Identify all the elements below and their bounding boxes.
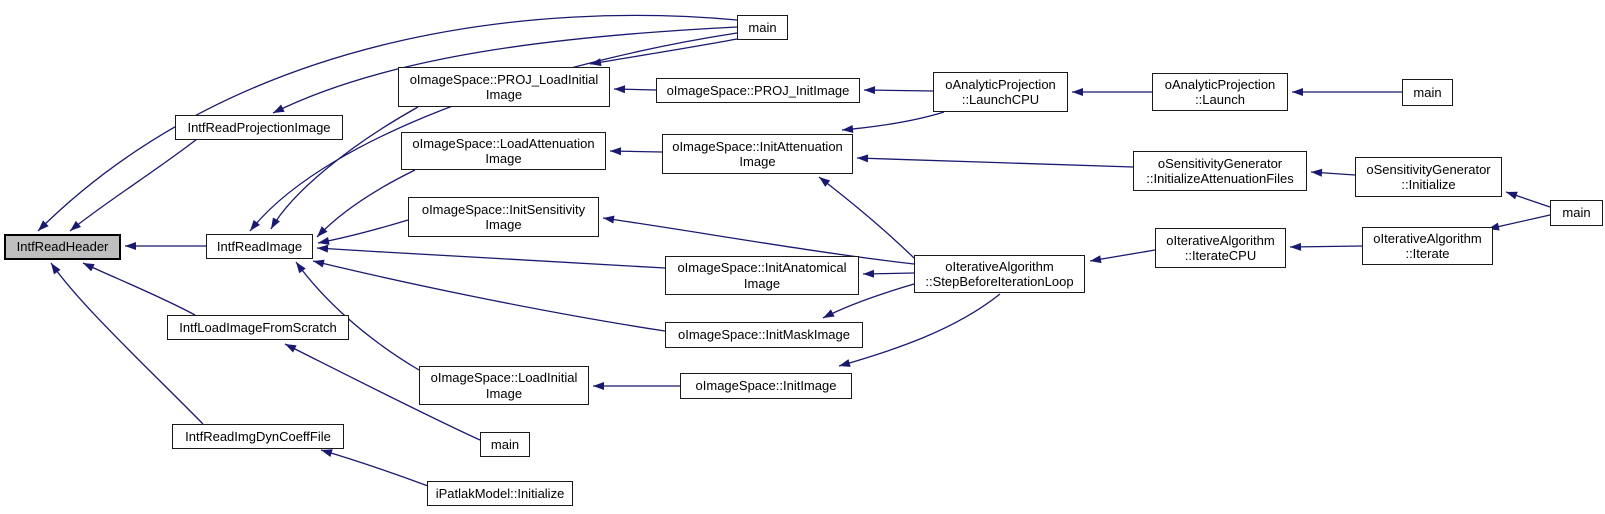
node-init-sensitivity-image[interactable]: oImageSpace::InitSensitivity Image xyxy=(408,197,599,237)
node-load-attenuation-image[interactable]: oImageSpace::LoadAttenuation Image xyxy=(401,132,606,170)
node-initialize-attenuation-files[interactable]: oSensitivityGenerator ::InitializeAttenu… xyxy=(1133,151,1307,191)
edge-step_before_iteration_loop-init_anatomical_image xyxy=(862,269,915,278)
node-iterative-algorithm-iterate[interactable]: oIterativeAlgorithm ::Iterate xyxy=(1362,227,1493,265)
edge-load_attenuation_image-intf_read_image xyxy=(316,169,416,238)
edge-sensitivity_initialize-initialize_attenuation_files xyxy=(1310,168,1356,177)
node-ipatlak-model-initialize[interactable]: iPatlakModel::Initialize xyxy=(427,481,573,506)
node-intf-read-projection-image[interactable]: IntfReadProjectionImage xyxy=(175,115,343,140)
edge-main_top-intf_read_header xyxy=(37,14,738,232)
node-analytic-projection-launch[interactable]: oAnalyticProjection ::Launch xyxy=(1152,73,1288,111)
edge-init_mask_image-intf_read_image xyxy=(312,259,666,332)
edge-iterate-iterate_cpu xyxy=(1289,242,1363,251)
edge-step_before_iteration_loop-init_mask_image xyxy=(822,283,915,319)
node-main-far-right[interactable]: main xyxy=(1550,200,1603,226)
edge-init_attenuation_image-load_attenuation_image xyxy=(609,147,663,156)
edge-intf_read_img_dyn_coeff_file-intf_read_header xyxy=(50,262,204,425)
node-iterative-algorithm-iterate-cpu[interactable]: oIterativeAlgorithm ::IterateCPU xyxy=(1155,228,1286,268)
edge-proj_load_initial_image-intf_read_image xyxy=(270,106,419,230)
node-main-top-right[interactable]: main xyxy=(1402,79,1453,106)
edge-init_sensitivity_image-intf_read_image xyxy=(317,219,409,245)
node-intf-read-image[interactable]: IntfReadImage xyxy=(206,234,313,259)
edge-iterate_cpu-step_before_iteration_loop xyxy=(1089,249,1156,264)
node-proj-init-image[interactable]: oImageSpace::PROJ_InitImage xyxy=(656,78,860,103)
edge-main_top-proj_load_initial_image xyxy=(589,38,738,67)
node-main-top[interactable]: main xyxy=(737,15,788,40)
edge-step_before_iteration_loop-init_sensitivity_image xyxy=(602,215,915,265)
edge-init_anatomical_image-intf_read_image xyxy=(316,244,666,269)
node-init-attenuation-image[interactable]: oImageSpace::InitAttenuation Image xyxy=(662,134,853,174)
node-step-before-iteration-loop[interactable]: oIterativeAlgorithm ::StepBeforeIteratio… xyxy=(914,255,1085,293)
node-load-initial-image[interactable]: oImageSpace::LoadInitial Image xyxy=(419,366,589,405)
edge-intf_load_image_from_scratch-intf_read_header xyxy=(82,262,196,316)
edge-step_before_iteration_loop-init_attenuation_image xyxy=(818,176,915,259)
edge-step_before_iteration_loop-init_image xyxy=(838,293,1001,367)
edge-intf_read_projection_image-intf_read_header xyxy=(69,138,198,232)
node-sensitivity-generator-initialize[interactable]: oSensitivityGenerator ::Initialize xyxy=(1355,157,1502,197)
node-intf-load-image-from-scratch[interactable]: IntfLoadImageFromScratch xyxy=(167,315,349,340)
edge-main_bottom-intf_load_image_from_scratch xyxy=(284,343,481,441)
edge-launch_cpu-init_attenuation_image xyxy=(841,111,945,133)
edge-initialize_attenuation_files-init_attenuation_image xyxy=(856,154,1134,168)
edge-ipatlak_initialize-intf_read_img_dyn_coeff_file xyxy=(320,449,429,487)
edge-main_top-intf_read_projection_image xyxy=(272,26,738,114)
node-intf-read-header: IntfReadHeader xyxy=(4,234,121,260)
node-init-image[interactable]: oImageSpace::InitImage xyxy=(680,373,852,399)
node-analytic-projection-launch-cpu[interactable]: oAnalyticProjection ::LaunchCPU xyxy=(933,72,1068,112)
edge-launch_cpu-proj_init_image xyxy=(863,86,934,95)
node-proj-load-initial-image[interactable]: oImageSpace::PROJ_LoadInitial Image xyxy=(398,67,610,107)
node-init-mask-image[interactable]: oImageSpace::InitMaskImage xyxy=(665,322,863,348)
node-main-bottom[interactable]: main xyxy=(480,432,530,457)
edge-proj_init_image-proj_load_initial_image xyxy=(613,85,657,94)
node-init-anatomical-image[interactable]: oImageSpace::InitAnatomical Image xyxy=(665,256,859,295)
node-intf-read-img-dyn-coeff-file[interactable]: IntfReadImgDynCoeffFile xyxy=(172,424,344,449)
edge-main_far_right-iterate xyxy=(1487,214,1551,231)
edge-main_far_right-sensitivity_initialize xyxy=(1505,191,1551,208)
